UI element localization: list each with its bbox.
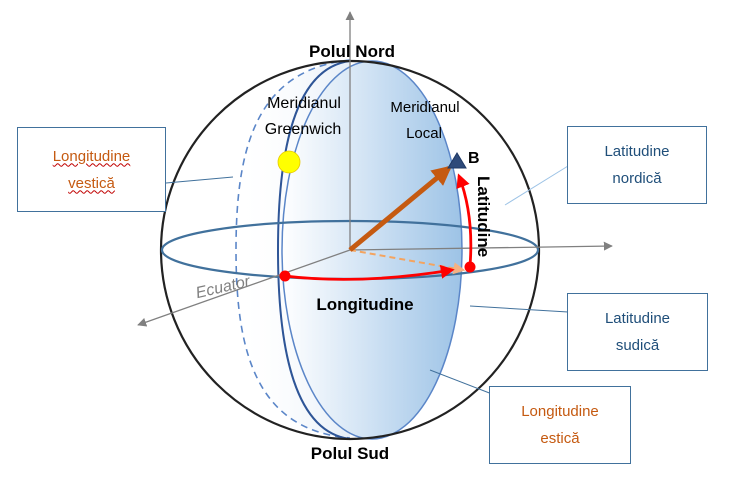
longitude-start-point [279,270,291,282]
local-meridian-label-line1: Meridianul [390,99,459,116]
longitude-arc [284,264,455,281]
sun-icon [277,150,301,174]
callout-west-longitude-line1: Longitudine [52,147,131,165]
local-meridian-front-edge [276,60,351,440]
callout-south-latitude-line1: Latitudine [604,310,671,327]
callout-south-latitude-line2: sudică [615,337,660,354]
callout-east-longitude-line2: estică [540,430,580,447]
south-pole-label: Polul Sud [311,444,389,463]
greenwich-meridian-label-line2: Greenwich [265,121,341,138]
y-axis [349,241,613,251]
connector-north-latitude [504,165,569,206]
latitude-arc [456,173,473,267]
latitude-start-point [464,261,476,273]
callout-west-longitude-line2: vestică [68,174,115,192]
callout-north-latitude-line1: Latitudine [604,143,670,160]
longitude-label: Longitudine [316,295,413,314]
callout-north-latitude: Latitudine nordică [567,126,707,204]
greenwich-meridian-label-line1: Meridianul [267,95,341,112]
callout-east-longitude-line1: Longitudine [521,403,599,420]
callout-east-longitude: Longitudine estică [489,386,631,464]
latitude-label: Latitudine [474,176,493,257]
callout-south-latitude: Latitudine sudică [567,293,708,371]
callout-north-latitude-line2: nordică [612,170,662,187]
position-vector [348,165,453,252]
local-meridian-label-line2: Local [406,125,442,142]
connector-west-longitude [165,176,234,184]
point-b-marker [447,152,467,169]
connector-south-latitude [469,305,569,313]
connector-east-longitude [429,369,493,395]
north-pole-label: Polul Nord [309,42,395,61]
x-axis [137,249,351,327]
point-b-label: B [468,150,480,167]
callout-west-longitude: Longitudine vestică [17,127,166,212]
